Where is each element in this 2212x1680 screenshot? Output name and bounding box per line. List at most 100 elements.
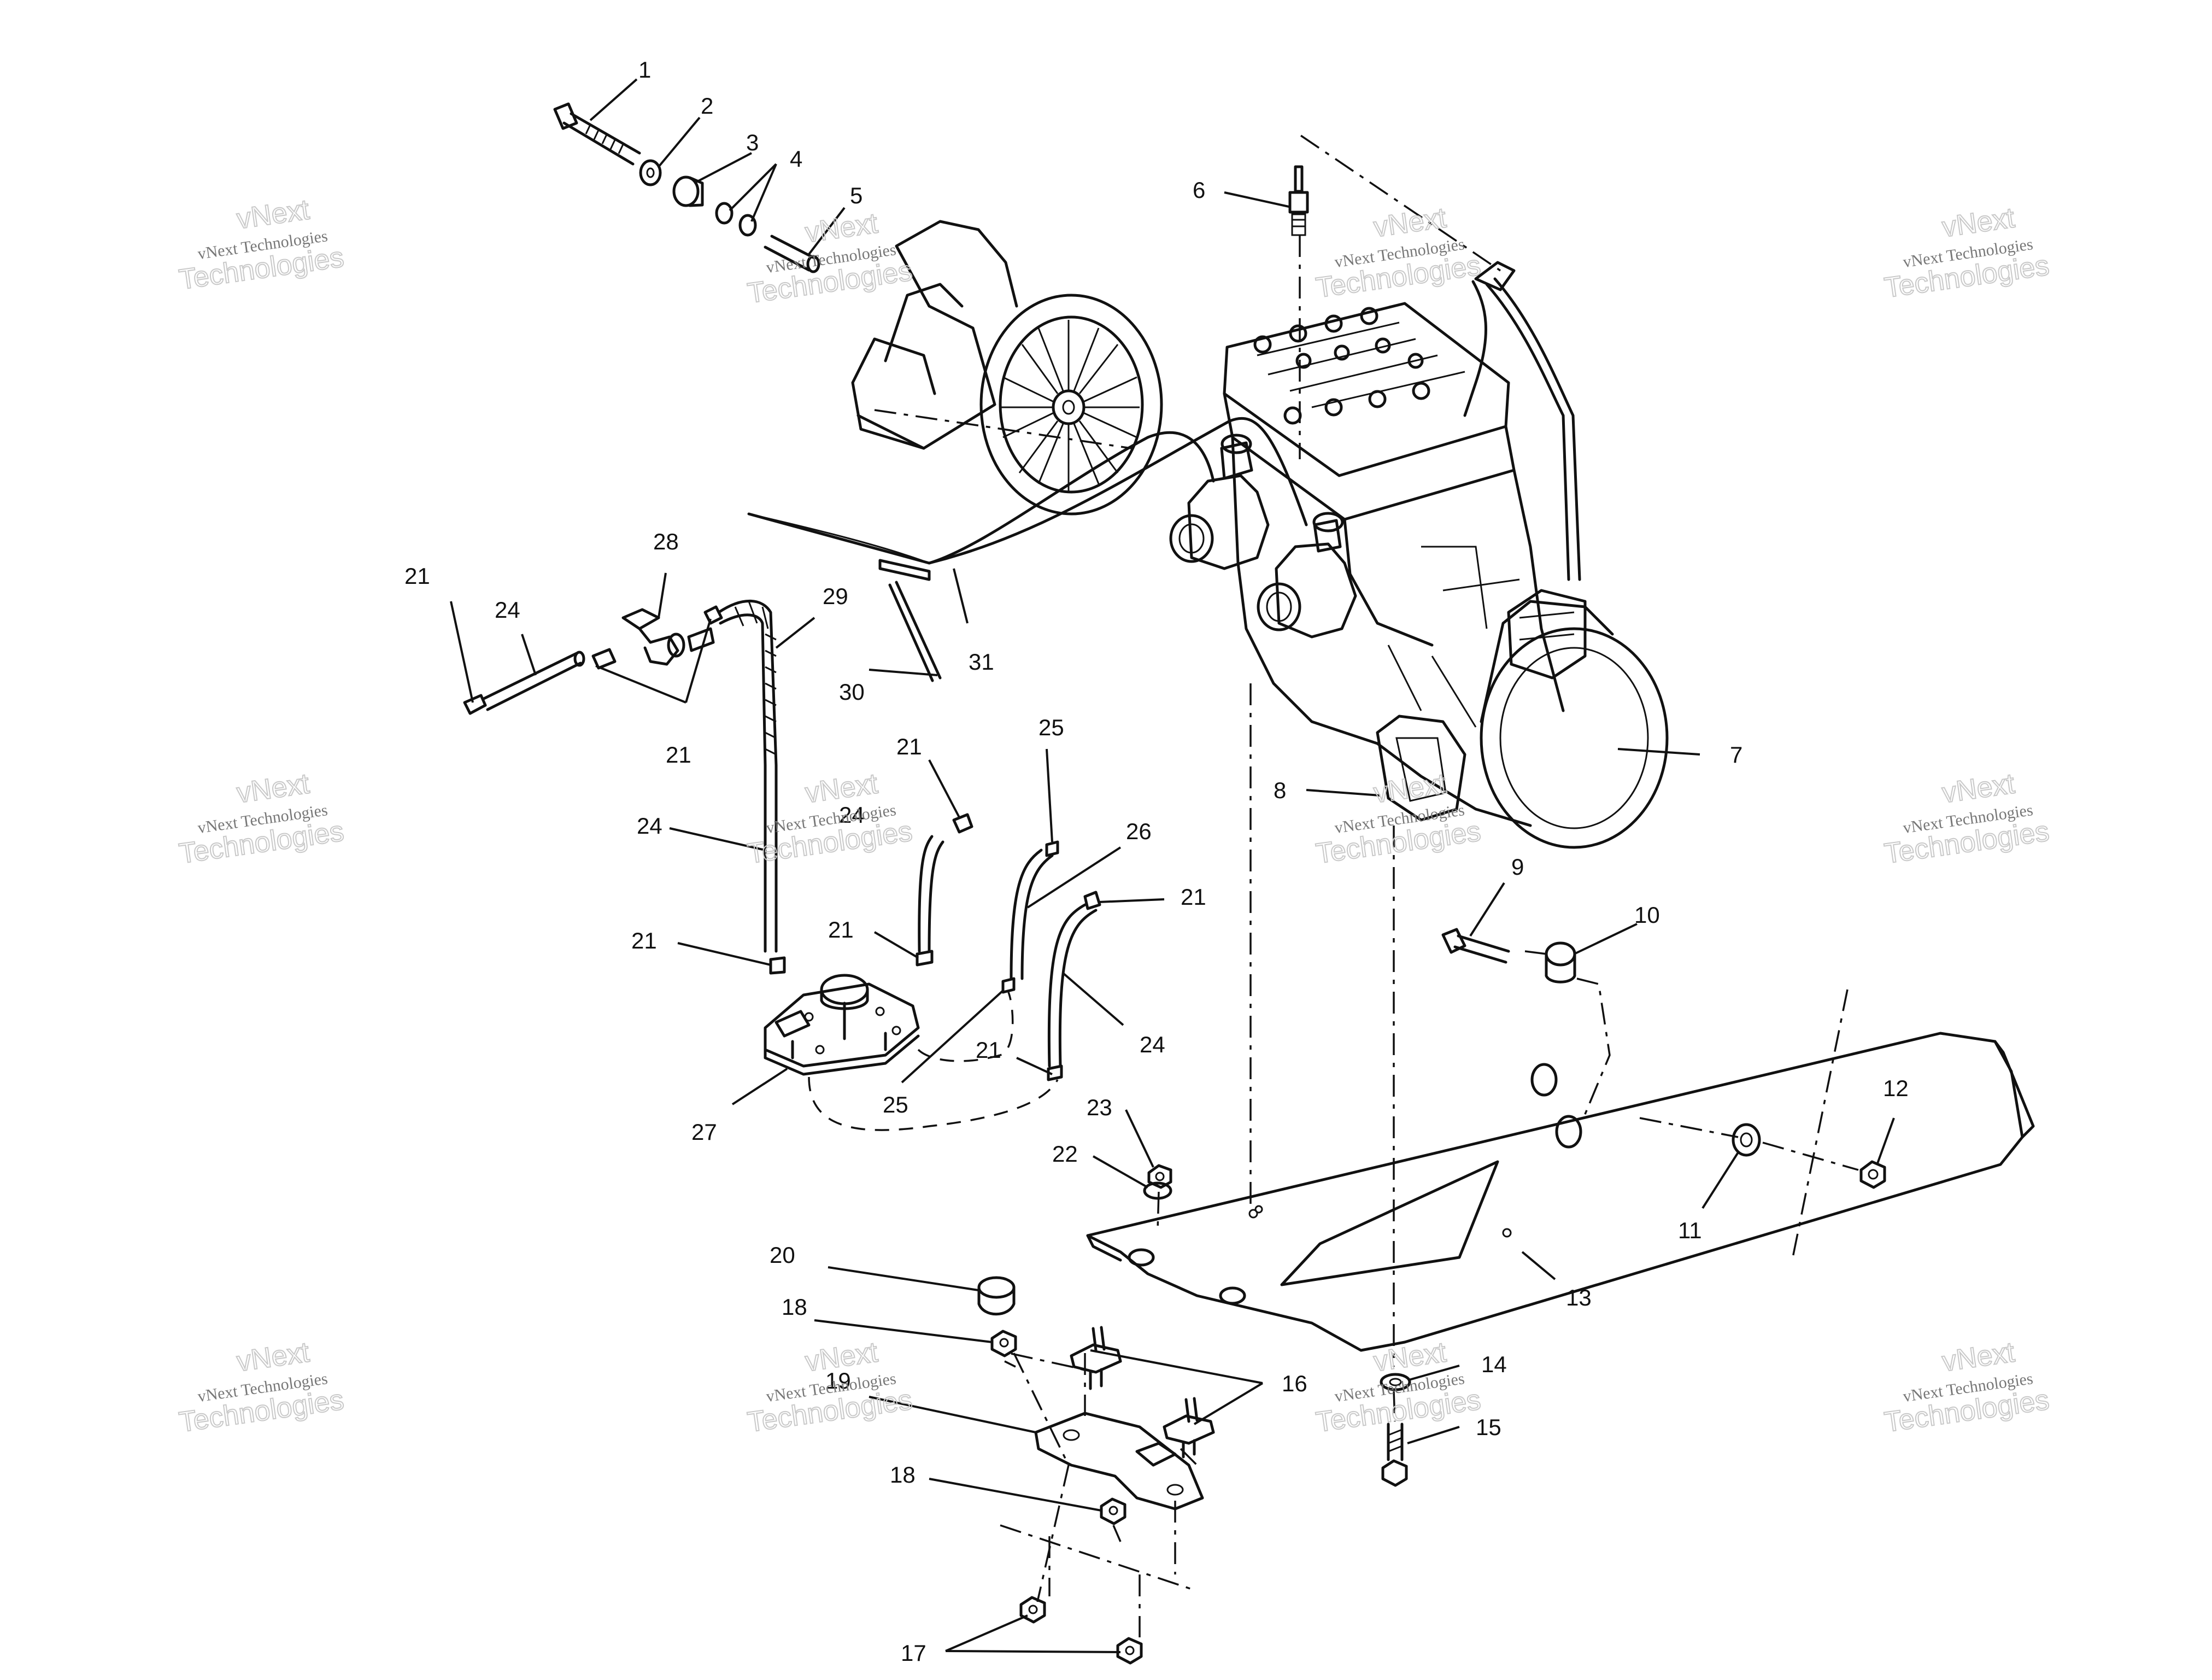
washer-14 bbox=[1380, 1373, 1411, 1391]
watermark-11: vNext vNext Technologies Technologies bbox=[1313, 1336, 1483, 1439]
cable-tie-30 bbox=[888, 581, 942, 682]
svg-text:vNext: vNext bbox=[1940, 202, 2017, 243]
watermark-2: vNext vNext Technologies Technologies bbox=[745, 207, 915, 310]
watermark-9: vNext vNext Technologies Technologies bbox=[177, 1336, 347, 1439]
watermark-3: vNext vNext Technologies Technologies bbox=[1313, 201, 1483, 305]
washer-2 bbox=[639, 159, 662, 186]
callout-14: 14 bbox=[1481, 1351, 1507, 1377]
engine-plate-13 bbox=[1086, 1032, 2035, 1352]
callout-18b: 18 bbox=[890, 1462, 916, 1488]
hose-clamp-21c bbox=[703, 605, 723, 625]
callout-9: 9 bbox=[1511, 854, 1524, 880]
callout-8: 8 bbox=[1274, 777, 1286, 803]
hose-clamp-21a bbox=[463, 694, 487, 715]
callout-25b: 25 bbox=[883, 1092, 908, 1117]
callout-7: 7 bbox=[1730, 742, 1742, 768]
spark-plug-6 bbox=[1288, 165, 1309, 236]
nut-17a bbox=[1019, 1596, 1046, 1624]
rubber-mount-10 bbox=[1545, 941, 1576, 984]
fuel-line-26 bbox=[1010, 848, 1054, 980]
o-ring-4a bbox=[715, 202, 734, 225]
callout-labels: 1 2 3 4 5 6 7 8 9 10 11 12 13 14 15 16 1… bbox=[404, 57, 1909, 1666]
callout-27: 27 bbox=[691, 1119, 717, 1145]
callout-20: 20 bbox=[770, 1242, 795, 1268]
pin-5 bbox=[764, 235, 820, 273]
svg-text:vNext: vNext bbox=[803, 768, 880, 809]
callout-21e: 21 bbox=[828, 917, 854, 943]
watermark-8: vNext vNext Technologies Technologies bbox=[1882, 767, 2052, 870]
fuel-line-24c bbox=[1047, 903, 1098, 1068]
nut-18b bbox=[1100, 1497, 1126, 1525]
callout-18a: 18 bbox=[782, 1294, 807, 1320]
hose-clamp-21f bbox=[1083, 891, 1101, 910]
bolt-1 bbox=[553, 102, 641, 166]
assembly-lines bbox=[874, 134, 1859, 1637]
watermarks: vNext vNext Technologies Technologies vN… bbox=[177, 193, 2052, 1439]
svg-text:vNext: vNext bbox=[235, 768, 312, 809]
bushing-3 bbox=[672, 175, 704, 207]
callout-3: 3 bbox=[746, 130, 759, 155]
watermark-12: vNext vNext Technologies Technologies bbox=[1882, 1336, 2052, 1439]
nut-23 bbox=[1147, 1164, 1172, 1189]
svg-text:vNext: vNext bbox=[1940, 1336, 2017, 1378]
hose-clamp-21g bbox=[1047, 1064, 1063, 1081]
callout-29: 29 bbox=[823, 583, 848, 609]
callout-21b: 21 bbox=[666, 742, 691, 768]
fuel-line-29 bbox=[717, 599, 778, 953]
nut-12 bbox=[1859, 1160, 1886, 1189]
callout-19: 19 bbox=[825, 1368, 851, 1394]
watermark-7: vNext vNext Technologies Technologies bbox=[1313, 767, 1483, 870]
callout-26: 26 bbox=[1126, 818, 1152, 844]
nut-18a bbox=[990, 1330, 1017, 1357]
callout-15: 15 bbox=[1476, 1414, 1501, 1440]
callout-10: 10 bbox=[1634, 902, 1660, 928]
hose-clamp-21h bbox=[769, 956, 786, 975]
bracket-19 bbox=[1034, 1412, 1204, 1511]
callout-21a: 21 bbox=[404, 563, 430, 589]
callout-30: 30 bbox=[839, 679, 865, 705]
callout-17: 17 bbox=[901, 1640, 926, 1666]
callout-12: 12 bbox=[1883, 1075, 1909, 1101]
bolt-15 bbox=[1381, 1423, 1408, 1487]
callout-24a: 24 bbox=[495, 597, 520, 623]
hose-clamp-21b bbox=[591, 648, 617, 670]
stud-16b bbox=[1163, 1397, 1215, 1459]
callout-21d: 21 bbox=[631, 928, 657, 953]
callout-6: 6 bbox=[1193, 177, 1205, 203]
engine-7 bbox=[1169, 302, 1669, 849]
rubber-mount-11 bbox=[1732, 1123, 1761, 1157]
svg-text:vNext: vNext bbox=[803, 1336, 880, 1378]
callout-21f: 21 bbox=[1181, 884, 1206, 910]
o-ring-4b bbox=[738, 214, 757, 237]
leader-lines bbox=[450, 78, 1895, 1653]
callout-21c: 21 bbox=[896, 734, 922, 759]
callout-5: 5 bbox=[850, 183, 862, 208]
hose-clamp-25b bbox=[1001, 977, 1016, 994]
callout-24c: 24 bbox=[839, 802, 865, 828]
bolt-9 bbox=[1441, 928, 1510, 964]
hose-clamp-21d bbox=[952, 813, 973, 834]
watermark-5: vNext vNext Technologies Technologies bbox=[177, 767, 347, 870]
fuel-line-24b bbox=[918, 835, 944, 953]
drive-clutch bbox=[851, 220, 1163, 516]
watermark-1: vNext vNext Technologies Technologies bbox=[177, 193, 347, 296]
callout-25a: 25 bbox=[1038, 715, 1064, 740]
nut-17b bbox=[1116, 1637, 1143, 1665]
callout-22: 22 bbox=[1052, 1141, 1078, 1167]
fuel-line-24a bbox=[482, 652, 582, 711]
svg-text:vNext: vNext bbox=[1940, 768, 2017, 809]
plug-wire-boot bbox=[1463, 261, 1581, 581]
fuel-pump-27 bbox=[764, 974, 920, 1076]
callout-23: 23 bbox=[1087, 1094, 1112, 1120]
bumper-20 bbox=[977, 1276, 1016, 1316]
hose-clamp-21e bbox=[916, 950, 934, 967]
callout-21g: 21 bbox=[976, 1037, 1001, 1063]
svg-text:vNext: vNext bbox=[235, 1336, 312, 1378]
watermark-10: vNext vNext Technologies Technologies bbox=[745, 1336, 915, 1439]
svg-text:vNext: vNext bbox=[235, 194, 312, 235]
callout-2: 2 bbox=[701, 93, 713, 119]
callout-4: 4 bbox=[790, 146, 802, 172]
callout-11: 11 bbox=[1678, 1217, 1702, 1243]
